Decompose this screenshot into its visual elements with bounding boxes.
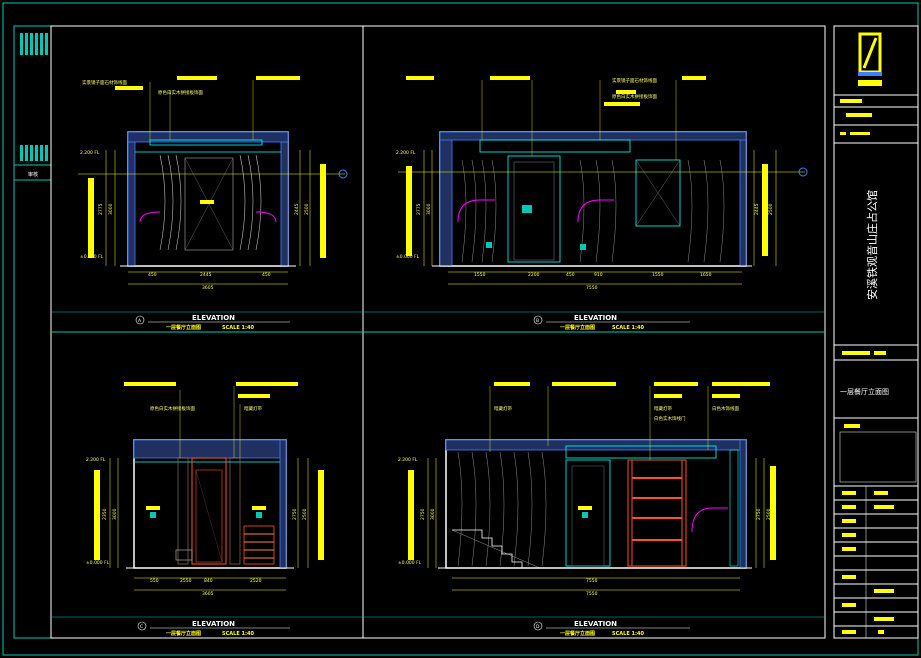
elev-b-dim-4: 910 — [594, 272, 603, 278]
elev-a-dim-3: 450 — [262, 272, 271, 278]
elev-c-dim-3: 840 — [204, 578, 213, 584]
elev-c-heading: ELEVATION — [192, 620, 235, 628]
company-logo — [858, 32, 882, 86]
elev-c-level-bottom: ±0.000 FL — [86, 560, 110, 566]
elev-c-subtitle: 一层餐厅立面图 — [166, 630, 201, 637]
elev-a-dim-2: 2445 — [200, 272, 212, 278]
elev-c-dim-left-2: 3000 — [112, 508, 118, 520]
elev-b-dim-1: 1550 — [474, 272, 486, 278]
elev-a-dim-1: 450 — [148, 272, 157, 278]
elev-b-dim-6: 1650 — [700, 272, 712, 278]
elev-b-dim-left-1: 2775 — [416, 203, 422, 215]
left-strip-markers — [14, 33, 51, 181]
elev-c-id: C — [140, 624, 143, 630]
left-strip — [13, 25, 52, 639]
elev-c-dim-1: 550 — [150, 578, 159, 584]
elev-c-dim-4: 2520 — [250, 578, 262, 584]
elev-d-level-bottom: ±0.000 FL — [398, 560, 422, 566]
elev-d-label-4: 白色木饰线面 — [712, 405, 739, 412]
elev-a-label-2: 原色白实木拼接板饰面 — [158, 89, 203, 96]
elev-d-level-top: 2.200 FL — [398, 457, 418, 463]
elev-d-label-2: 暗藏灯带 — [654, 405, 672, 412]
elev-c-scale: SCALE 1:40 — [222, 631, 254, 637]
title-block — [833, 25, 919, 639]
elev-c-label-2: 暗藏灯带 — [244, 405, 262, 412]
elev-a-level-top: 2.200 FL — [80, 150, 100, 156]
elev-b-dim-3: 450 — [566, 272, 575, 278]
elev-c-dim-right-1: 2750 — [292, 508, 298, 520]
elev-d-dim-right-1: 2750 — [756, 508, 762, 520]
elev-d-dim-total: 7550 — [586, 591, 598, 597]
elev-c-dim-right-2: 2500 — [302, 508, 308, 520]
elev-d-id: D — [536, 624, 540, 630]
elev-a-heading: ELEVATION — [192, 314, 235, 322]
elev-a-level-bottom: ±0.000 FL — [80, 254, 104, 260]
elev-a-dim-right-2: 2500 — [304, 203, 310, 215]
elev-c-dim-total: 3605 — [202, 591, 214, 597]
elev-b-dim-right-2: 2500 — [768, 203, 774, 215]
elev-a-dim-total: 3605 — [202, 285, 214, 291]
elev-c-level-top: 2.200 FL — [86, 457, 106, 463]
elev-d-label-1: 暗藏灯带 — [494, 405, 512, 412]
elev-d-dim-left-2: 3000 — [430, 508, 436, 520]
elev-c-label-1: 原色白实木拼接板饰面 — [150, 405, 195, 412]
elev-d-subtitle: 一层餐厅立面图 — [560, 630, 595, 637]
elev-b-dim-right-1: 2445 — [754, 203, 760, 215]
title-block-table — [834, 485, 918, 638]
elev-a-dim-left-2: 3000 — [108, 203, 114, 215]
elev-b-dim-left-2: 3000 — [426, 203, 432, 215]
elev-b-label-2: 原色白实木拼接板饰面 — [612, 93, 657, 100]
elev-b-level-bottom: ±0.000 FL — [396, 254, 420, 260]
elev-d-dim-1: 7550 — [586, 578, 598, 584]
drawing-name: 一层餐厅立面图 — [840, 387, 889, 396]
elevation-a — [78, 76, 348, 285]
elev-d-dim-left-1: 2750 — [420, 508, 426, 520]
elev-a-id: A — [138, 318, 142, 324]
elev-b-level-top: 2.200 FL — [396, 150, 416, 156]
elev-a-subtitle: 一层餐厅立面图 — [166, 324, 201, 331]
elev-d-label-3: 白色实木饰线门 — [654, 415, 686, 422]
elev-a-dim-left-1: 2775 — [98, 203, 104, 215]
elev-b-heading: ELEVATION — [574, 314, 617, 322]
project-title: 安溪铁观音山庄占公馆 — [865, 190, 879, 300]
elevation-d — [408, 382, 776, 591]
elev-d-scale: SCALE 1:40 — [612, 631, 644, 637]
elev-b-dim-5: 1550 — [652, 272, 664, 278]
elev-a-label-1: 实景镜子面石材饰线面 — [82, 79, 127, 86]
elev-c-dim-2: 2550 — [180, 578, 192, 584]
elev-a-scale: SCALE 1:40 — [222, 325, 254, 331]
elev-b-scale: SCALE 1:40 — [612, 325, 644, 331]
elev-b-label-1: 实景镜子面石材饰线面 — [612, 77, 657, 84]
elevation-b — [398, 76, 808, 285]
elevation-c — [94, 382, 324, 591]
elev-d-dim-right-2: 2500 — [766, 508, 772, 520]
elev-b-dim-total: 7550 — [586, 285, 598, 291]
elev-b-dim-2: 2200 — [528, 272, 540, 278]
elev-c-dim-left-1: 2350 — [102, 508, 108, 520]
elev-d-heading: ELEVATION — [574, 620, 617, 628]
side-label: 审核 — [28, 171, 38, 178]
elev-b-id: B — [536, 318, 539, 324]
elev-a-dim-right-1: 2445 — [294, 203, 300, 215]
elev-b-subtitle: 一层餐厅立面图 — [560, 324, 595, 331]
